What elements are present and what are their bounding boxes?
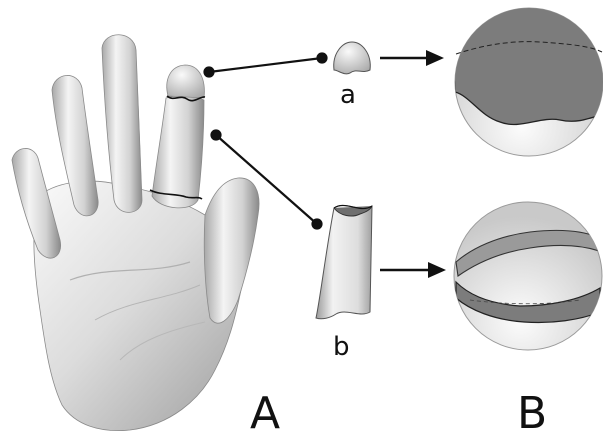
part-a-cap: [334, 42, 371, 74]
finger-index-base: [152, 96, 204, 208]
connector-dot: [313, 220, 322, 229]
connector-line-a: [209, 58, 322, 72]
sphere-bottom: [454, 202, 602, 350]
connector-dot: [318, 54, 327, 63]
thumb: [204, 178, 259, 323]
arrowhead: [428, 262, 446, 278]
arrows: [380, 50, 446, 278]
arrowhead: [426, 50, 444, 66]
part-a-label: a: [340, 82, 356, 108]
sphere-top: [450, 0, 603, 156]
part-b-label: b: [333, 334, 350, 360]
connector-dot: [205, 68, 214, 77]
panel-a-label: A: [250, 392, 280, 436]
hand-model: [12, 35, 259, 431]
part-b-tube: [316, 205, 372, 318]
connector-dot: [212, 131, 221, 140]
finger-index-tip: [167, 65, 205, 98]
panel-b-label: B: [517, 392, 547, 436]
